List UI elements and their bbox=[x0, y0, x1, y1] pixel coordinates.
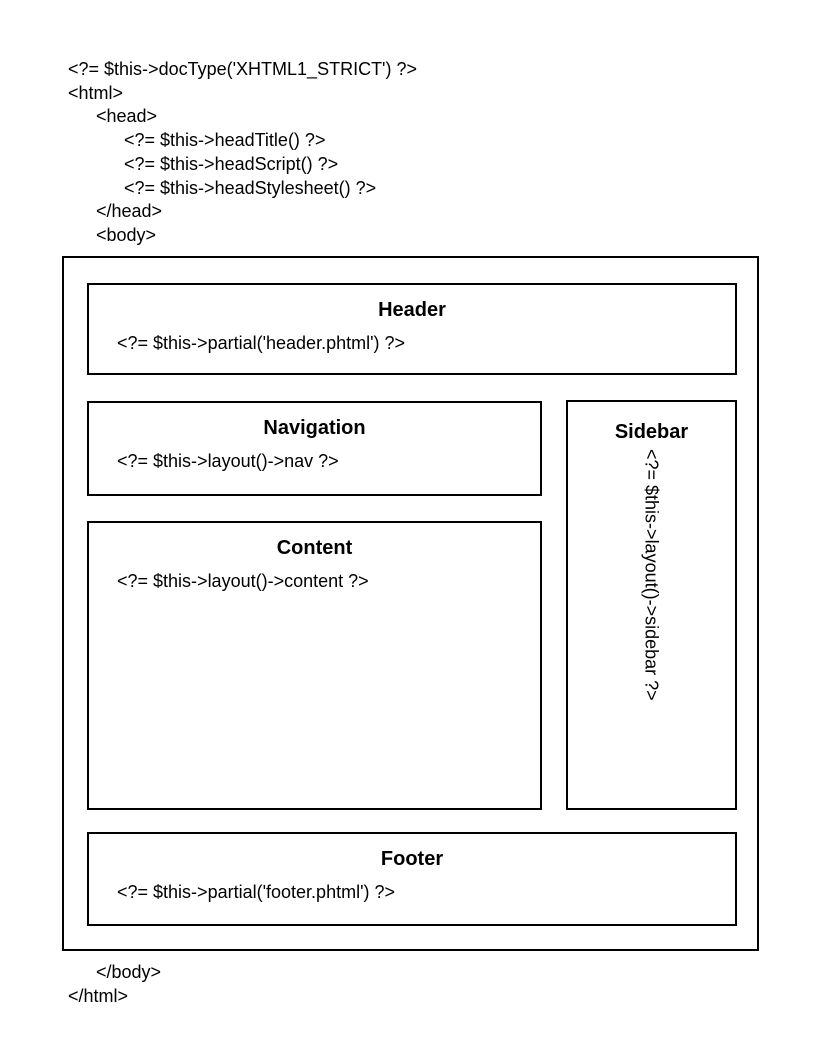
code-line-head-open: <head> bbox=[96, 106, 158, 127]
code-line-html-close: </html> bbox=[68, 985, 129, 1006]
sidebar-box-title: Sidebar bbox=[614, 421, 689, 443]
footer-box: Footer <?= $this->partial('footer.phtml'… bbox=[87, 832, 737, 926]
code-line-head-script: <?= $this->headScript() ?> bbox=[124, 153, 339, 174]
code-line-body-open: <body> bbox=[96, 224, 157, 245]
code-block-bottom: </body> </html> bbox=[68, 961, 161, 1008]
header-box-title: Header bbox=[378, 299, 446, 321]
navigation-box: Navigation <?= $this->layout()->nav ?> bbox=[87, 401, 542, 496]
code-line-doctype: <?= $this->docType('XHTML1_STRICT') ?> bbox=[68, 59, 418, 79]
code-line-body-close: </body> bbox=[96, 962, 162, 982]
navigation-box-code: <?= $this->layout()->nav ?> bbox=[117, 451, 339, 471]
content-box-code: <?= $this->layout()->content ?> bbox=[117, 571, 369, 591]
content-box: Content <?= $this->layout()->content ?> bbox=[87, 521, 542, 810]
header-box-code: <?= $this->partial('header.phtml') ?> bbox=[117, 333, 406, 353]
code-line-head-stylesheet: <?= $this->headStylesheet() ?> bbox=[124, 177, 377, 198]
content-box-title: Content bbox=[276, 537, 353, 559]
sidebar-box: Sidebar <?= $this->layout()->sidebar ?> bbox=[566, 400, 737, 810]
code-block-top: <?= $this->docType('XHTML1_STRICT') ?> <… bbox=[68, 58, 417, 248]
code-line-html-open: <html> bbox=[68, 82, 124, 103]
sidebar-box-code: <?= $this->layout()->sidebar ?> bbox=[641, 449, 662, 701]
code-line-head-title: <?= $this->headTitle() ?> bbox=[124, 130, 326, 151]
footer-box-title: Footer bbox=[380, 848, 444, 870]
footer-box-code: <?= $this->partial('footer.phtml') ?> bbox=[117, 882, 396, 902]
code-line-head-close: </head> bbox=[96, 201, 163, 222]
header-box: Header <?= $this->partial('header.phtml'… bbox=[87, 283, 737, 375]
body-container-box: Header <?= $this->partial('header.phtml'… bbox=[62, 256, 759, 951]
navigation-box-title: Navigation bbox=[263, 417, 366, 439]
